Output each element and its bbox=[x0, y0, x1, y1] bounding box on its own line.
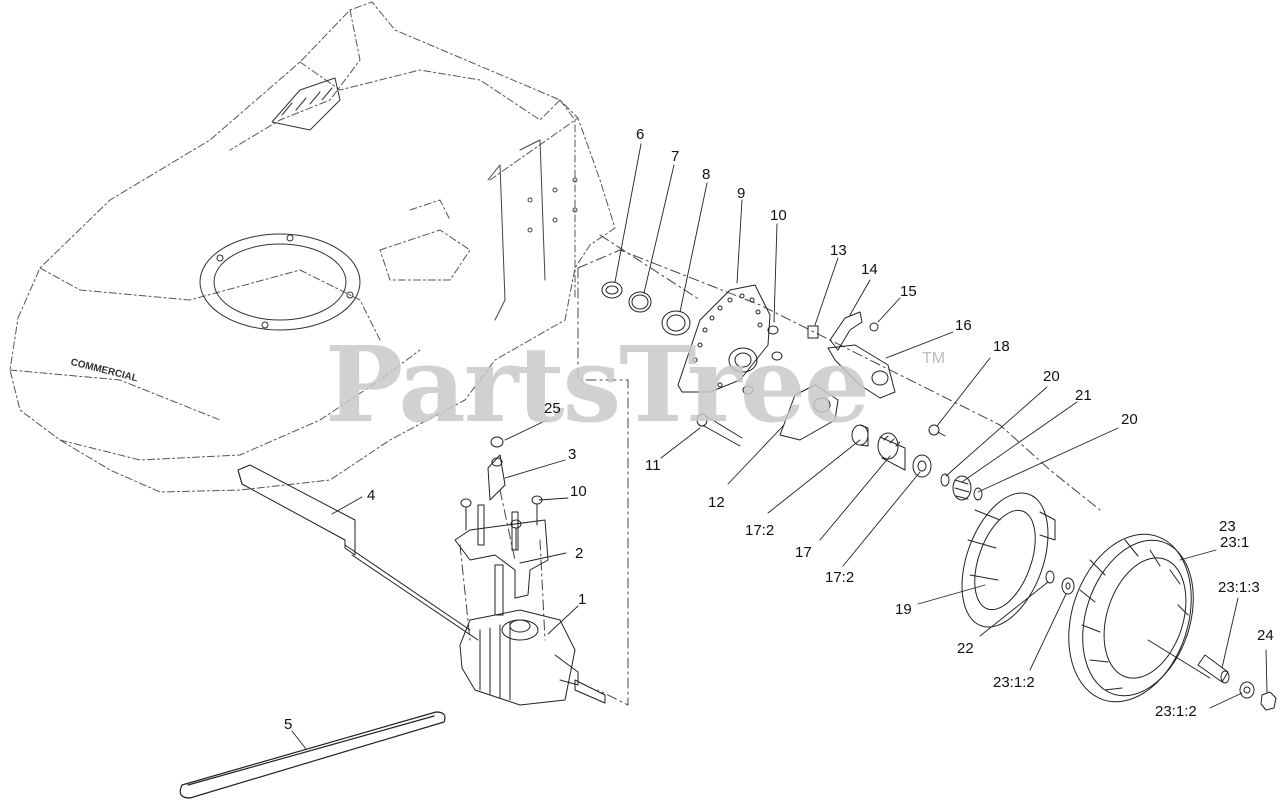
callout-3: 3 bbox=[568, 446, 577, 463]
callout-6: 6 bbox=[636, 126, 645, 143]
lever-3 bbox=[487, 436, 506, 501]
bolts-10-upper bbox=[742, 325, 783, 395]
drive-shaft bbox=[344, 544, 606, 704]
callout-18: 18 bbox=[993, 338, 1010, 355]
callout-8: 8 bbox=[702, 166, 711, 183]
callout-7: 7 bbox=[671, 148, 680, 165]
watermark-logo: PartsTree bbox=[325, 323, 870, 446]
callout-12: 12 bbox=[708, 494, 725, 511]
callout-21: 21 bbox=[1075, 387, 1092, 404]
callout-10-lower: 10 bbox=[570, 483, 587, 500]
screw-15 bbox=[869, 322, 879, 332]
bolts-10-lower bbox=[460, 495, 543, 551]
pinion-21 bbox=[952, 475, 972, 501]
transmission-1 bbox=[459, 609, 579, 706]
callout-17: 17 bbox=[795, 544, 812, 561]
hubcap-19 bbox=[961, 492, 1056, 628]
watermark-trademark: TM bbox=[922, 350, 946, 367]
washer-22 bbox=[1045, 570, 1055, 584]
arm-plate-16 bbox=[827, 344, 896, 399]
deck-opening-ring bbox=[199, 233, 361, 331]
wheel-23 bbox=[1068, 533, 1211, 703]
ring-7 bbox=[628, 291, 652, 313]
explosion-lines bbox=[459, 234, 1101, 706]
callout-19: 19 bbox=[895, 601, 912, 618]
bearing-8 bbox=[661, 310, 691, 336]
callout-15: 15 bbox=[900, 283, 917, 300]
height-plate-9 bbox=[677, 284, 771, 393]
callout-23: 23 bbox=[1219, 518, 1236, 535]
bushing-17-2a bbox=[851, 424, 869, 447]
callout-13: 13 bbox=[830, 242, 847, 259]
callout-23-1-2-a: 23:1:2 bbox=[993, 674, 1035, 691]
callout-14: 14 bbox=[861, 261, 878, 278]
clip-13 bbox=[807, 325, 819, 339]
callout-16: 16 bbox=[955, 317, 972, 334]
washer-20b bbox=[973, 487, 983, 501]
callout-2: 2 bbox=[575, 545, 584, 562]
drive-belt-5 bbox=[179, 711, 446, 799]
bracket-2 bbox=[454, 504, 549, 616]
callout-23-1-3: 23:1:3 bbox=[1218, 579, 1260, 596]
bolt-18 bbox=[928, 424, 946, 437]
mower-deck-outline bbox=[9, 1, 616, 493]
callout-10-upper: 10 bbox=[770, 207, 787, 224]
callout-9: 9 bbox=[737, 185, 746, 202]
bushing-17-2b bbox=[912, 454, 932, 478]
callout-1: 1 bbox=[578, 591, 587, 608]
shaft-cover-4 bbox=[237, 464, 356, 556]
callout-4: 4 bbox=[367, 487, 376, 504]
callout-5: 5 bbox=[284, 716, 293, 733]
washer-20a bbox=[940, 473, 950, 487]
callout-22: 22 bbox=[957, 640, 974, 657]
gear-17 bbox=[877, 432, 906, 471]
callout-20-b: 20 bbox=[1121, 411, 1138, 428]
nut-24 bbox=[1260, 691, 1277, 711]
axle-bushing-23-1-3 bbox=[1197, 654, 1230, 684]
callout-23-1: 23:1 bbox=[1220, 534, 1250, 551]
seal-6 bbox=[601, 281, 623, 299]
callout-23-1-2-b: 23:1:2 bbox=[1155, 703, 1197, 720]
washer-23-1-2a bbox=[1061, 577, 1075, 595]
callout-20-a: 20 bbox=[1043, 368, 1060, 385]
bolt-11 bbox=[696, 413, 743, 447]
pivot-arm-12 bbox=[779, 384, 839, 441]
callout-11: 11 bbox=[645, 457, 661, 474]
washer-23-1-2b bbox=[1239, 681, 1255, 699]
lever-14 bbox=[829, 311, 863, 351]
rear-tire-tread bbox=[271, 77, 341, 131]
deck-rear-bracket bbox=[487, 139, 578, 321]
callout-17-2-b: 17:2 bbox=[825, 569, 855, 586]
callout-25: 25 bbox=[544, 400, 561, 417]
callout-leaders bbox=[291, 143, 1268, 750]
callout-24: 24 bbox=[1257, 627, 1274, 644]
callout-17-2-a: 17:2 bbox=[745, 522, 775, 539]
